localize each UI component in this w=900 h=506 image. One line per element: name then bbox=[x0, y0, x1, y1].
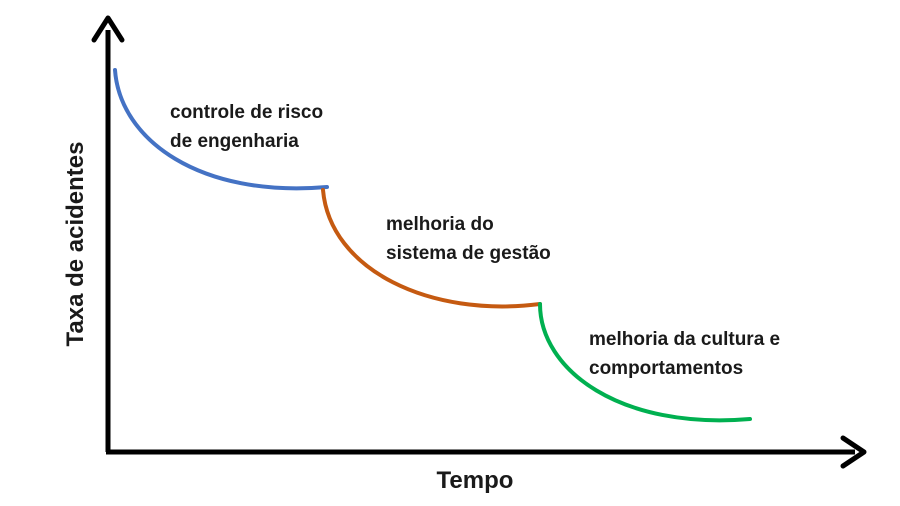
stage-label-management: melhoria do sistema de gestão bbox=[386, 214, 551, 264]
stage-label-culture: melhoria da cultura e comportamentos bbox=[589, 329, 785, 379]
y-axis-label: Taxa de acidentes bbox=[62, 142, 89, 347]
stage-label-engineering: controle de risco de engenharia bbox=[170, 102, 328, 152]
curve-culture-behavior bbox=[538, 302, 752, 423]
x-axis-arrowhead bbox=[840, 435, 867, 469]
y-axis-arrowhead bbox=[91, 15, 125, 43]
curve-management-system bbox=[321, 188, 542, 309]
x-axis-label: Tempo bbox=[437, 467, 514, 494]
curve-engineering-risk-control bbox=[113, 68, 329, 191]
